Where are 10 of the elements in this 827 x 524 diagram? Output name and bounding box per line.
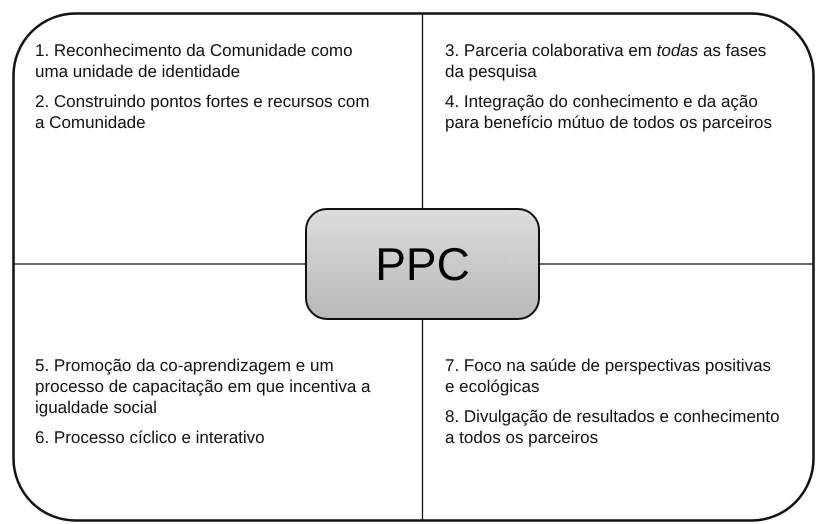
principle-text: 2. Construindo pontos fortes e recursos com a Comunidade bbox=[35, 91, 370, 133]
principle-text: 4. Integração do conhecimento e da ação para benefício mútuo de todos os parceiros bbox=[445, 91, 773, 133]
principle-text: 5. Promoção da co-aprendizagem e um processo de capacitação em que incentiva a igualdade social bbox=[35, 355, 372, 418]
principle-text: 1. Reconhecimento da Comunidade como uma unidade de identidade bbox=[35, 40, 354, 82]
principle-text: 7. Foco na saúde de perspectivas positivas e ecológicas bbox=[445, 355, 772, 397]
center-title: PPC bbox=[375, 237, 470, 291]
center-box bbox=[305, 208, 540, 320]
principle-text: 6. Processo cíclico e interativo bbox=[35, 427, 266, 448]
principle-text: 8. Divulgação de resultados e conhecimento a todos os parceiros bbox=[445, 406, 780, 448]
principle-text: 3. Parceria colaborativa em todas as fases da pesquisa bbox=[445, 40, 768, 82]
